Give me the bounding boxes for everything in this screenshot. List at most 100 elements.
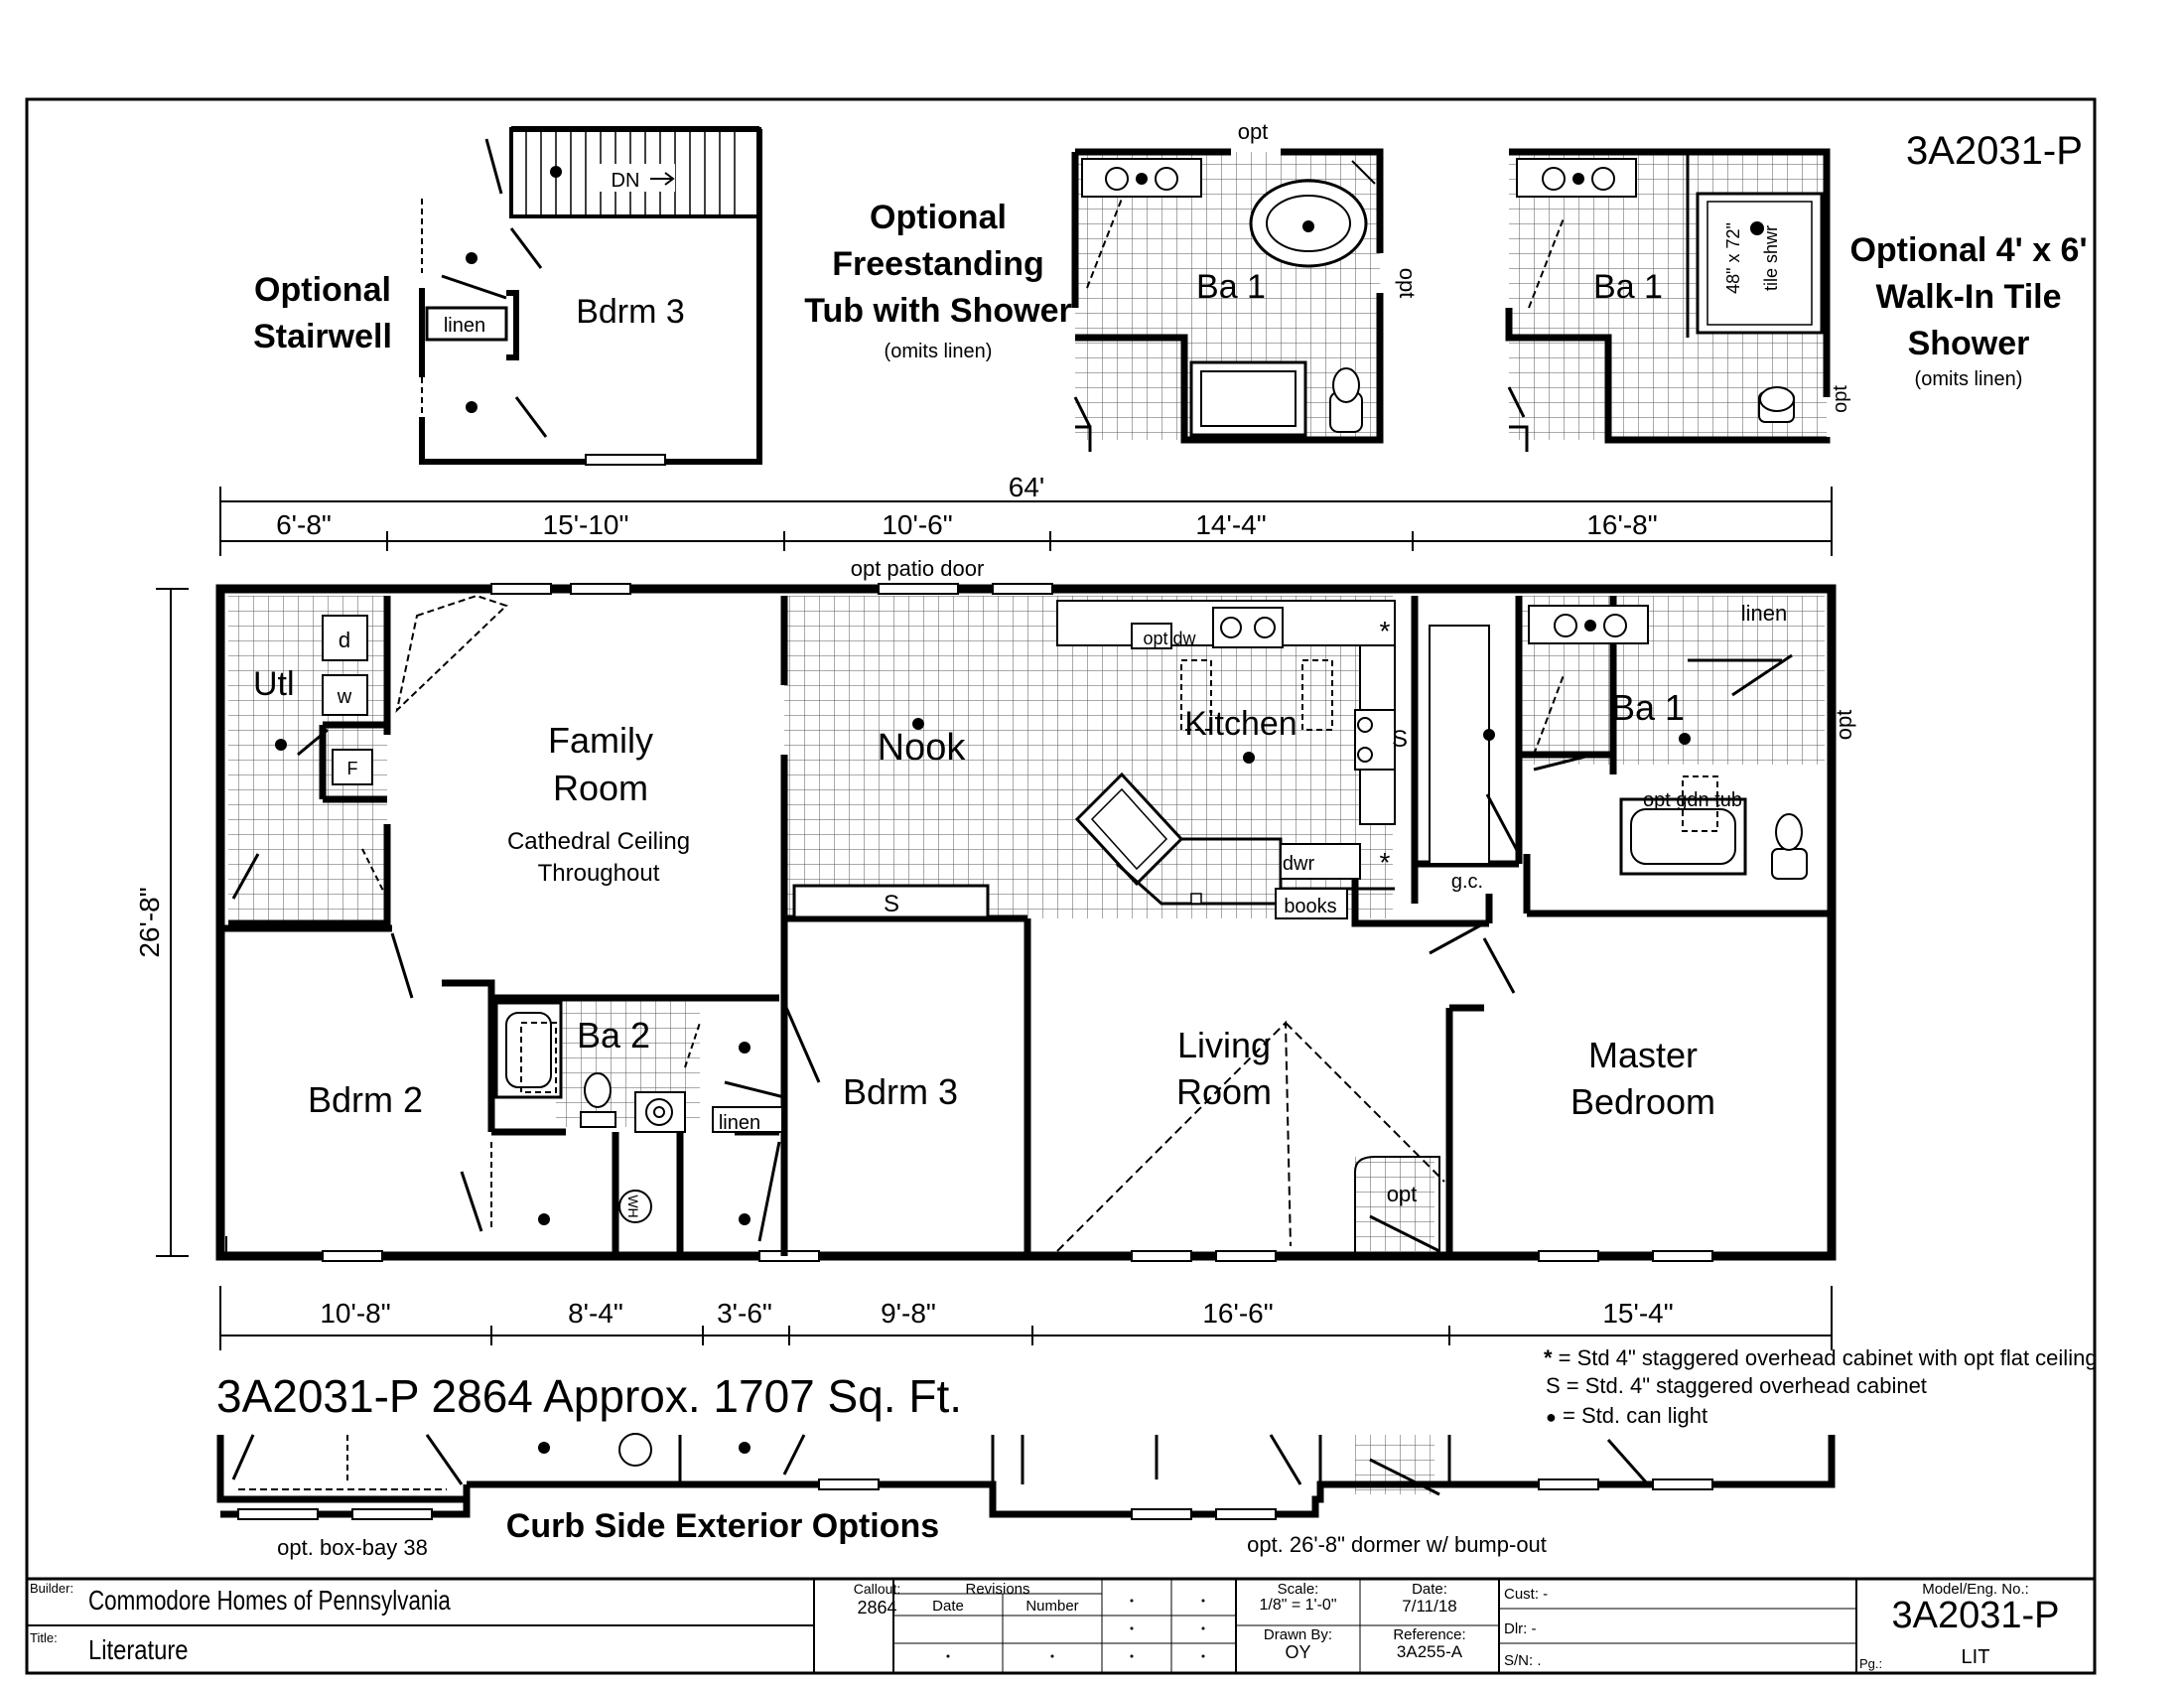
room-living-line1: Living — [1177, 1025, 1271, 1065]
room-bdrm3: Bdrm 3 — [843, 1071, 958, 1112]
room-family-note2: Throughout — [538, 860, 660, 887]
curb-side-exterior: Curb Side Exterior Options opt. box-bay … — [216, 1433, 1836, 1560]
reference-value: 3A255-A — [1396, 1642, 1463, 1661]
stairwell-room-label: Bdrm 3 — [576, 293, 685, 331]
legend-line-1: * = Std 4" staggered overhead cabinet wi… — [1544, 1345, 2098, 1370]
main-floor-plan: opt patio door Utl d w F — [215, 556, 1856, 1262]
revisions-number-col: Number — [1025, 1598, 1079, 1615]
shower-room-label: Ba 1 — [1593, 268, 1663, 306]
room-family-line1: Family — [548, 720, 653, 761]
shower-title-line1: Optional 4' x 6' — [1849, 231, 2087, 269]
shower-title-line3: Shower — [1908, 325, 2030, 362]
opt-dw-label: opt dw — [1143, 629, 1196, 648]
tub-opt-side: opt — [1395, 268, 1420, 299]
option-shower: 48" x 72" tile shwr Ba 1 opt Optional 4'… — [1505, 148, 2088, 452]
sheet-border — [25, 97, 2097, 1675]
dim-bottom-2: 8'-4" — [568, 1298, 623, 1329]
shower-title-line2: Walk-In Tile — [1875, 278, 2061, 316]
date-value: 7/11/18 — [1402, 1597, 1457, 1616]
furnace-label: F — [347, 759, 358, 778]
curb-side-title: Curb Side Exterior Options — [506, 1507, 939, 1545]
dim-bottom-3: 3'-6" — [717, 1298, 772, 1329]
books-label: books — [1284, 896, 1336, 917]
callout-label: Callout: — [853, 1581, 901, 1597]
dim-bottom-4: 9'-8" — [881, 1298, 936, 1329]
option-tub: Optional Freestanding Tub with Shower (o… — [804, 119, 1420, 452]
living-opt-label: opt — [1387, 1182, 1418, 1206]
water-heater-label: WH — [625, 1195, 641, 1217]
date-label: Date: — [1412, 1581, 1447, 1598]
box-bay-label: opt. box-bay 38 — [277, 1535, 428, 1560]
stairwell-linen-label: linen — [444, 315, 485, 337]
stairwell-dn-label: DN — [612, 170, 640, 192]
room-kitchen: Kitchen — [1184, 705, 1297, 743]
title-label: Title: — [30, 1630, 58, 1645]
room-family-note1: Cathedral Ceiling — [507, 828, 690, 855]
dim-side: 26'-8" — [134, 887, 165, 957]
builder-label: Builder: — [30, 1581, 74, 1596]
title-value: Literature — [88, 1634, 189, 1665]
dim-top-1: 6'-8" — [276, 509, 332, 540]
kitchen-cabinet-s: S — [1392, 726, 1408, 753]
model-header: 3A2031-P — [1906, 129, 2083, 173]
dryer-label: d — [339, 628, 350, 652]
stairwell-title-line1: Optional — [254, 271, 391, 309]
opt-gdn-tub-label: opt gdn tub — [1643, 789, 1742, 811]
tub-room-label: Ba 1 — [1196, 268, 1266, 306]
dim-bottom-5: 16'-6" — [1202, 1298, 1273, 1329]
room-master-line1: Master — [1588, 1035, 1698, 1075]
top-dimensions — [219, 487, 1833, 556]
page-value: LIT — [1961, 1646, 1990, 1668]
room-master-line2: Bedroom — [1570, 1081, 1715, 1122]
room-family-line2: Room — [553, 768, 648, 808]
title-block: Builder: Commodore Homes of Pennsylvania… — [27, 1579, 2095, 1673]
title-block-grid — [27, 1577, 2095, 1673]
dim-top-5: 16'-8" — [1586, 509, 1657, 540]
dim-top-3: 10'-6" — [882, 509, 952, 540]
kitchen-star-top: * — [1380, 616, 1391, 646]
builder-value: Commodore Homes of Pennsylvania — [88, 1585, 451, 1616]
dwr-label: dwr — [1283, 853, 1315, 875]
tub-opt-top: opt — [1238, 119, 1269, 144]
tub-note: (omits linen) — [885, 341, 993, 362]
revisions-date-col: Date — [932, 1598, 964, 1615]
shower-size-label: 48" x 72" — [1723, 222, 1743, 294]
dealer-field: Dlr: - — [1504, 1620, 1537, 1637]
shower-opt-side: opt — [1830, 385, 1851, 413]
drawn-by-value: OY — [1285, 1642, 1311, 1662]
kitchen-star-bottom: * — [1380, 847, 1391, 878]
room-living-line2: Room — [1176, 1071, 1272, 1112]
revisions-label: Revisions — [965, 1581, 1030, 1598]
reference-label: Reference: — [1393, 1626, 1466, 1643]
model-eng-label: Model/Eng. No.: — [1922, 1581, 2029, 1598]
callout-value: 2864 — [857, 1598, 897, 1618]
stairwell-title-line2: Stairwell — [253, 318, 392, 355]
dim-bottom-1: 10'-8" — [320, 1298, 390, 1329]
dim-top-2: 15'-10" — [543, 509, 629, 540]
washer-label: w — [337, 686, 352, 708]
gc-label: g.c. — [1451, 871, 1483, 893]
ba1-opt-side: opt — [1832, 710, 1856, 741]
linen-hall-label: linen — [719, 1112, 760, 1134]
model-sqft-line: 3A2031-P 2864 Approx. 1707 Sq. Ft. — [216, 1370, 962, 1422]
room-utl: Utl — [253, 665, 295, 703]
option-stairwell: Optional Stairwell DN linen Bdrm 3 — [253, 126, 762, 466]
bottom-dimensions — [219, 1286, 1833, 1350]
room-bdrm2: Bdrm 2 — [308, 1079, 423, 1120]
drawn-by-label: Drawn By: — [1263, 1626, 1333, 1643]
room-ba1: Ba 1 — [1611, 687, 1685, 728]
shower-note: (omits linen) — [1915, 368, 2023, 390]
shower-tile-label: tile shwr — [1761, 225, 1781, 291]
dim-bottom-6: 15'-4" — [1602, 1298, 1673, 1329]
tub-title-line1: Optional — [870, 199, 1007, 236]
linen-ba1-label: linen — [1741, 601, 1787, 626]
legend-line-3: ● = Std. can light — [1546, 1403, 1707, 1428]
scale-label: Scale: — [1277, 1581, 1319, 1598]
serial-field: S/N: . — [1504, 1652, 1542, 1669]
dim-top-4: 14'-4" — [1195, 509, 1266, 540]
page-label: Pg.: — [1859, 1656, 1883, 1671]
tub-title-line3: Tub with Shower — [804, 292, 1071, 330]
dormer-label: opt. 26'-8" dormer w/ bump-out — [1247, 1532, 1547, 1557]
room-nook: Nook — [878, 727, 967, 769]
